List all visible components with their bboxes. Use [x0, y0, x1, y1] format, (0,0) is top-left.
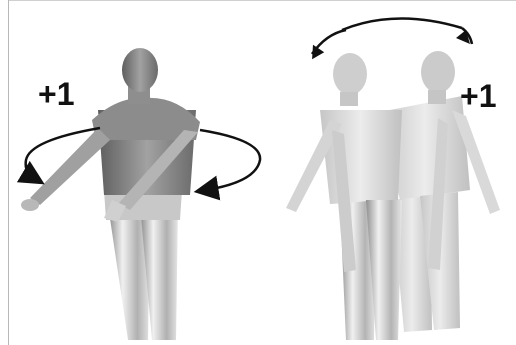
rotation-label-left: +1 — [38, 78, 74, 110]
rotation-label-right: +1 — [460, 80, 496, 112]
curved-tilt-arrow-icon — [306, 18, 472, 59]
